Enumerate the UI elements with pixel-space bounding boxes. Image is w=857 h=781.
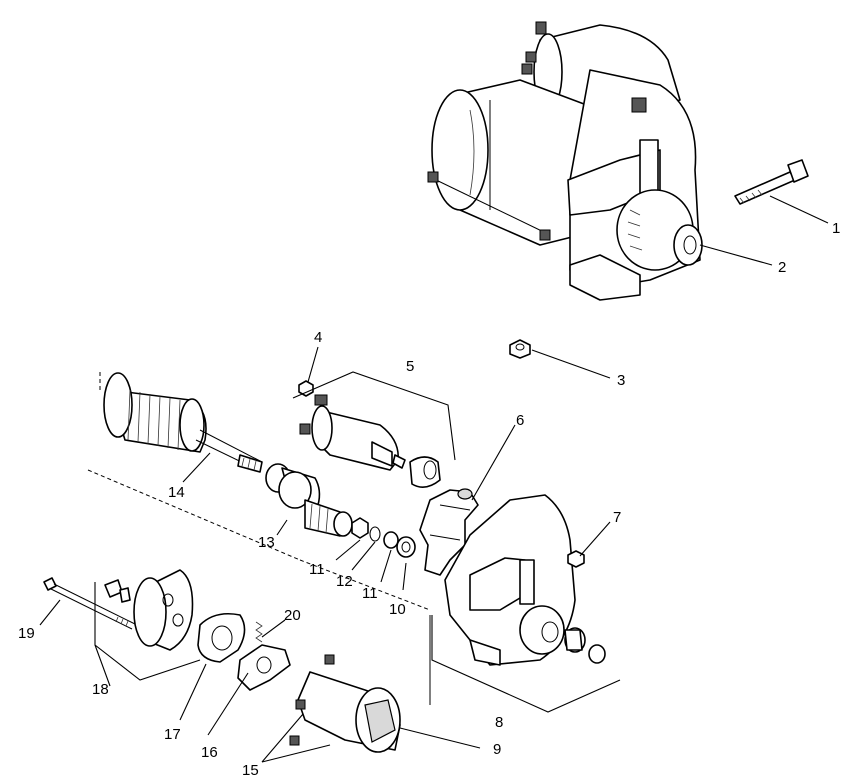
solenoid-part-5 bbox=[299, 394, 441, 488]
alignment-lines bbox=[87, 372, 431, 705]
callout-19: 19 bbox=[18, 625, 35, 642]
leader-lines bbox=[39, 195, 829, 763]
callout-11b: 11 bbox=[362, 585, 378, 602]
callout-13: 13 bbox=[258, 534, 275, 551]
callout-11a: 11 bbox=[309, 561, 325, 578]
drive-housing-part-8 bbox=[444, 494, 606, 666]
callout-20: 20 bbox=[284, 607, 301, 624]
callout-14: 14 bbox=[168, 484, 185, 501]
callout-1: 1 bbox=[832, 220, 840, 237]
callout-17: 17 bbox=[164, 726, 181, 743]
callout-3: 3 bbox=[617, 372, 625, 389]
callout-7: 7 bbox=[613, 509, 621, 526]
bolt-part-1 bbox=[734, 159, 809, 205]
end-cap-part-18 bbox=[104, 569, 194, 651]
callout-10: 10 bbox=[389, 601, 406, 618]
callout-2: 2 bbox=[778, 259, 786, 276]
callout-12: 12 bbox=[336, 573, 353, 590]
callout-labels: 1 2 3 4 5 6 7 8 9 10 11 12 11 13 14 15 1… bbox=[18, 220, 840, 779]
callout-9: 9 bbox=[493, 741, 501, 758]
callout-8: 8 bbox=[495, 714, 503, 731]
brush-plate-part-17 bbox=[197, 612, 246, 663]
callout-18: 18 bbox=[92, 681, 109, 698]
nut-part-3 bbox=[509, 339, 531, 359]
retainer-parts-10-12 bbox=[351, 517, 416, 558]
callout-15: 15 bbox=[242, 762, 259, 779]
brush-holder-part-16 bbox=[237, 621, 291, 691]
armature-part-14 bbox=[103, 372, 263, 473]
callout-4: 4 bbox=[314, 329, 322, 346]
starter-assembly bbox=[427, 21, 703, 301]
nut-part-4 bbox=[298, 380, 314, 397]
nut-part-7 bbox=[567, 550, 585, 568]
callout-6: 6 bbox=[516, 412, 524, 429]
callout-5: 5 bbox=[406, 358, 414, 375]
yoke-part-9 bbox=[289, 654, 401, 753]
callout-16: 16 bbox=[201, 744, 218, 761]
shift-lever-part-6 bbox=[419, 488, 479, 576]
pinion-clutch-part-13 bbox=[265, 463, 353, 537]
